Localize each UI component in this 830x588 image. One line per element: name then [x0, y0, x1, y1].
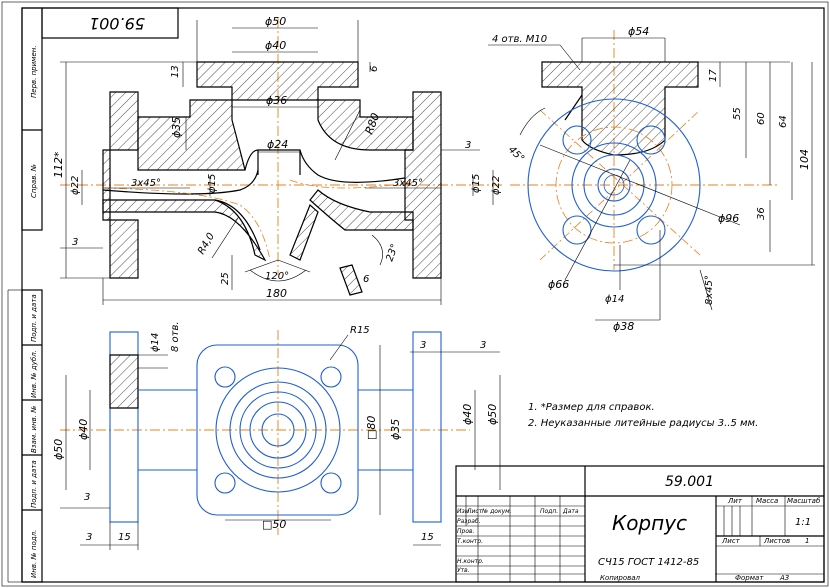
tb-row-izm: Изм [457, 508, 470, 515]
bottom-view: ϕ14 8 отв. R15 ϕ40 ϕ50 3 3 15 □50 □80 ϕ3… [52, 321, 501, 550]
mirrored-code-box [41, 7, 179, 39]
side-stamp [7, 7, 43, 583]
dim-holes-m10: 4 отв. M10 [492, 34, 547, 45]
dim-d96: ϕ96 [718, 212, 739, 225]
bottom-square-flange [196, 344, 359, 516]
note-1: 1. *Размер для справок. [528, 402, 655, 413]
dim-d15-left: ϕ15 [207, 174, 218, 193]
stamp-text-4: Взам. инв. № [30, 405, 38, 453]
dim-bottom-r3a: 3 [420, 340, 426, 351]
tb-role-prov: Пров. [457, 528, 475, 535]
stamp-text-1: Справ. № [30, 164, 38, 198]
dim-a120: 120° [265, 271, 289, 282]
dim-r40: R4,0 [196, 231, 217, 256]
side-view: 4 отв. M10 ϕ54 17 55 60 64 104 36 45° ϕ9… [488, 25, 815, 333]
dim-d36: ϕ36 [266, 94, 287, 107]
tb-row-doc: № докум. [481, 508, 512, 515]
tb-role-tkontr: Т.контр. [457, 538, 483, 545]
dim-d38: ϕ38 [613, 320, 634, 333]
tb-scale-label: Масштаб [787, 497, 821, 505]
dim-d50: ϕ50 [265, 15, 286, 28]
dim-h25: 25 [220, 272, 231, 285]
tb-format-value: A3 [779, 574, 789, 582]
dim-d54: ϕ54 [628, 25, 649, 38]
dim-bottom-d50: ϕ50 [52, 439, 65, 460]
dim-h36: 36 [756, 207, 767, 220]
dim-h60: 60 [756, 112, 767, 125]
dim-w180: 180 [266, 287, 287, 300]
main-section-view: ϕ50 ϕ40 ϕ36 ϕ24 ϕ35 13 6 R80 ϕ22 ϕ15 3x4… [52, 15, 505, 305]
dim-d24: ϕ24 [267, 138, 288, 151]
dim-bottom-w3: 3 [86, 532, 92, 543]
dim-d22-left: ϕ22 [70, 176, 81, 195]
tb-copy-label: Копировал [600, 574, 641, 582]
tb-sheet-label: Лист [721, 537, 741, 545]
dim-h112: 112* [52, 151, 65, 178]
tb-mass-label: Масса [756, 497, 778, 505]
side-outer-circle [527, 98, 701, 272]
dim-bottom-r15: R15 [350, 325, 370, 336]
dim-bottom-d35: ϕ35 [389, 419, 402, 440]
dim-a23: 23° [384, 243, 400, 263]
tb-role-nkontr: Н.контр. [457, 558, 484, 565]
dim-bottom-d14: ϕ14 [150, 333, 161, 352]
stamp-text-5: Подп. и дата [30, 460, 38, 508]
stamp-text-6: Инв. № подл. [30, 530, 38, 578]
stamp-text-3: Инв. № дубл. [30, 350, 38, 398]
dim-bottom-d40r: ϕ40 [461, 404, 474, 425]
tb-sheets-value: 1 [805, 537, 809, 545]
tb-format-label: Формат [735, 574, 764, 582]
dim-d40: ϕ40 [265, 39, 286, 52]
dim-bottom-r3b: 3 [480, 340, 486, 351]
dim-h17: 17 [708, 69, 719, 82]
tb-row-date: Дата [562, 508, 579, 515]
dim-h13: 13 [170, 65, 181, 78]
mirrored-doc-code: 59.001 [89, 14, 145, 33]
dim-h55: 55 [732, 107, 743, 120]
tb-row-sign: Подп. [540, 508, 558, 515]
dim-bottom-h3: 3 [84, 492, 90, 503]
dim-bottom-w15r: 15 [421, 532, 434, 543]
dim-bottom-d50r: ϕ50 [486, 404, 499, 425]
dim-h64: 64 [778, 115, 789, 128]
dim-chamfer-left: 3x45° [131, 178, 161, 189]
tb-role-utv: Утв. [457, 567, 470, 574]
dim-a45: 45° [506, 144, 526, 164]
dim-h3-right: 3 [465, 140, 471, 151]
dim-bottom-d40: ϕ40 [77, 419, 90, 440]
tb-lit-label: Лит [727, 497, 743, 505]
stamp-text-2: Подп. и дата [30, 294, 38, 342]
dim-d15-right: ϕ15 [471, 174, 482, 193]
dim-d66: ϕ66 [548, 278, 569, 291]
tb-role-razrab: Разраб. [457, 518, 481, 525]
tb-row-list: Лист [466, 508, 483, 515]
tb-scale-value: 1:1 [795, 517, 811, 528]
dim-d22-right: ϕ22 [491, 176, 502, 195]
title-doc-code: 59.001 [665, 474, 714, 490]
dim-bottom-sq50: □50 [262, 518, 286, 531]
title-block [455, 465, 825, 583]
dim-h6b: 6 [363, 274, 369, 285]
dim-h3-left: 3 [72, 237, 78, 248]
dim-d14: ϕ14 [605, 294, 624, 305]
note-2: 2. Неуказанные литейные радиусы 3..5 мм. [528, 418, 758, 429]
dim-bottom-holes8: 8 отв. [170, 321, 181, 352]
dim-h6: 6 [369, 66, 380, 72]
dim-c8x45: 8x45° [704, 275, 715, 305]
dim-h104: 104 [798, 149, 811, 170]
dim-bottom-w15l: 15 [118, 532, 131, 543]
dim-chamfer-right: 3x45° [393, 178, 423, 189]
title-part-name: Корпус [612, 511, 687, 535]
stamp-text-0: Перв. примен. [30, 45, 38, 98]
title-material: СЧ15 ГОСТ 1412-85 [598, 557, 699, 568]
dim-bottom-sq80: □80 [365, 416, 378, 440]
dim-d35: ϕ35 [170, 117, 183, 138]
tb-sheets-label: Листов [763, 537, 790, 545]
